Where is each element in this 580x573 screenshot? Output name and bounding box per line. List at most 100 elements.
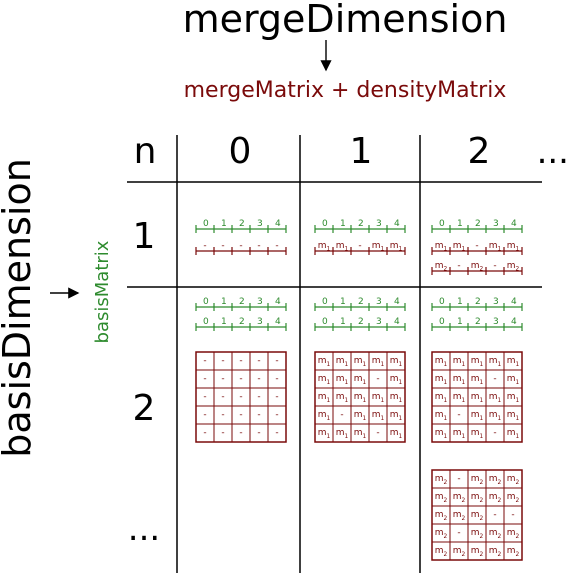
matrix-cell: m1	[318, 392, 331, 404]
value-row-cell: -	[493, 261, 496, 271]
matrix-cell: -	[493, 428, 496, 438]
ruler-label: 1	[457, 317, 463, 327]
value-row-cell: m1	[336, 241, 349, 253]
ruler-label: 1	[340, 297, 346, 307]
matrix-cell: m2	[471, 492, 484, 504]
ruler-label: 2	[239, 317, 245, 327]
matrix-cell: m1	[471, 410, 484, 422]
matrix-cell: m1	[471, 374, 484, 386]
ruler-label: 1	[457, 219, 463, 229]
matrix-cell: -	[340, 410, 343, 420]
ruler-label: 3	[493, 219, 499, 229]
merge-matrix-subtitle: mergeMatrix + densityMatrix	[184, 78, 507, 103]
matrix-cell: m1	[336, 374, 349, 386]
matrix-cell: m2	[435, 474, 448, 486]
matrix-border	[195, 351, 287, 443]
value-row-cell: m2	[435, 261, 448, 273]
ruler-label: 2	[475, 317, 481, 327]
matrix-cell: m1	[390, 428, 403, 440]
value-row-cell: -	[475, 241, 478, 251]
matrix-cell: -	[275, 374, 278, 384]
matrix-cell: -	[376, 428, 379, 438]
ruler-label: 1	[340, 219, 346, 229]
matrix-cell: -	[221, 410, 224, 420]
matrix-cell: m1	[453, 356, 466, 368]
matrix-cell: -	[203, 356, 206, 366]
ruler-label: 4	[511, 219, 517, 229]
col-header-2: 2	[468, 131, 491, 172]
value-row-cell: m2	[507, 261, 520, 273]
matrix-cell: -	[239, 374, 242, 384]
matrix-cell: m1	[372, 410, 385, 422]
matrix-border	[314, 351, 406, 443]
matrix-cell: -	[257, 374, 260, 384]
matrix-cell: m2	[453, 492, 466, 504]
matrix-cell: m1	[435, 356, 448, 368]
ruler-label: 2	[475, 219, 481, 229]
matrix-cell: -	[221, 428, 224, 438]
row-header-2: 2	[133, 388, 156, 429]
matrix-cell: -	[203, 392, 206, 402]
matrix-cell: -	[257, 392, 260, 402]
ruler-label: 3	[376, 317, 382, 327]
matrix-cell: m2	[471, 528, 484, 540]
value-row-cell: -	[239, 241, 242, 251]
ruler-label: 3	[257, 219, 263, 229]
matrix-cell: m1	[354, 356, 367, 368]
matrix-cell: -	[257, 356, 260, 366]
matrix-cell: -	[257, 410, 260, 420]
ruler-label: 3	[376, 297, 382, 307]
value-row-cell: m1	[489, 241, 502, 253]
matrix-cell: m2	[507, 474, 520, 486]
ruler-label: 2	[358, 219, 364, 229]
matrix-cell: -	[275, 410, 278, 420]
matrix-cell: m1	[489, 410, 502, 422]
matrix-cell: m1	[354, 428, 367, 440]
matrix-cell: m1	[336, 428, 349, 440]
value-row-cell: m1	[507, 241, 520, 253]
ruler-label: 0	[439, 297, 445, 307]
ruler-label: 4	[275, 317, 281, 327]
ruler-label: 4	[275, 297, 281, 307]
matrix-cell: m2	[489, 492, 502, 504]
matrix-cell: m1	[390, 356, 403, 368]
matrix-cell: -	[457, 410, 460, 420]
ruler-label: 2	[358, 297, 364, 307]
ruler-label: 1	[221, 317, 227, 327]
ruler-label: 2	[358, 317, 364, 327]
matrix-cell: m1	[372, 392, 385, 404]
matrix-cell: m1	[507, 410, 520, 422]
ruler-label: 4	[511, 297, 517, 307]
matrix-r2c0: -------------------------	[195, 351, 287, 443]
matrix-cell: m2	[435, 528, 448, 540]
matrix-cell: -	[239, 428, 242, 438]
value-row-cell: m1	[390, 241, 403, 253]
matrix-cell: m2	[435, 546, 448, 558]
matrix-cell: -	[493, 374, 496, 384]
matrix-cell: -	[275, 356, 278, 366]
matrix-cell: m1	[318, 410, 331, 422]
matrix-cell: m1	[453, 392, 466, 404]
row-header-1: 1	[133, 216, 156, 257]
value-row-cell: m1	[453, 241, 466, 253]
matrix-cell: m2	[507, 528, 520, 540]
value-row-cell: -	[221, 241, 224, 251]
value-row-cell: -	[257, 241, 260, 251]
matrix-border	[431, 469, 523, 561]
value-row-cell: m2	[471, 261, 484, 273]
ruler-label: 0	[439, 219, 445, 229]
value-row-cell: -	[275, 241, 278, 251]
matrix-cell: -	[457, 528, 460, 538]
matrix-border	[431, 351, 523, 443]
ruler-label: 0	[322, 219, 328, 229]
matrix-cell: m1	[372, 356, 385, 368]
value-row-cell: m1	[318, 241, 331, 253]
ruler-label: 0	[322, 297, 328, 307]
ruler-label: 0	[322, 317, 328, 327]
